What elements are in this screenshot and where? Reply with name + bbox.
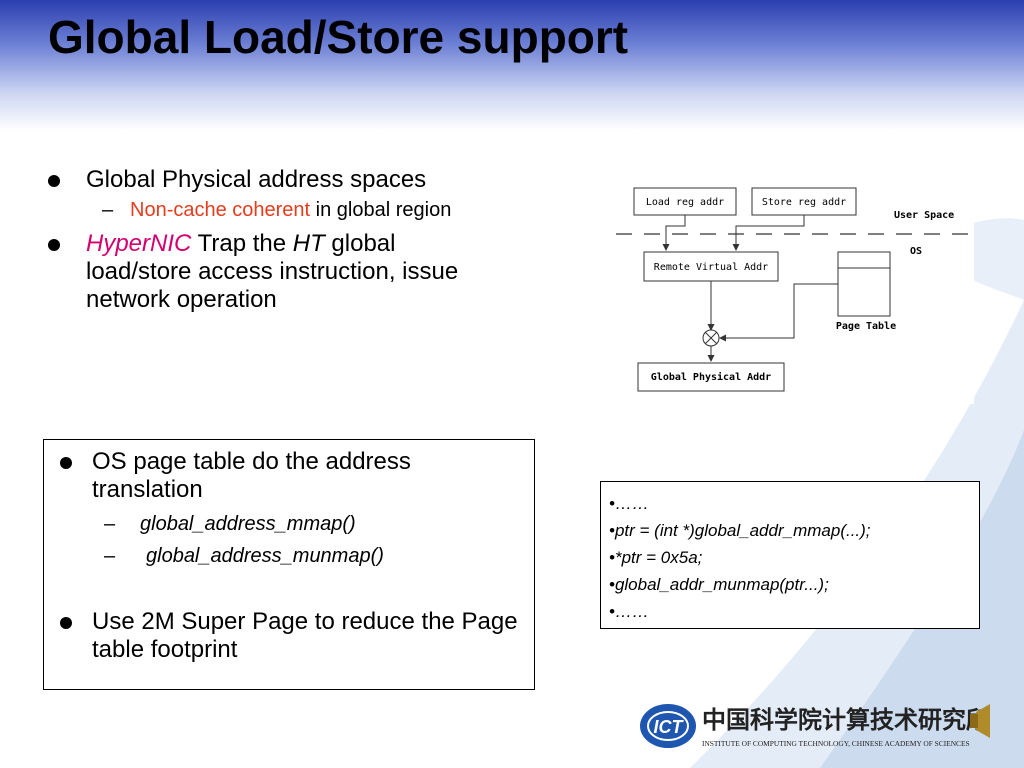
bullet-dot (48, 239, 60, 251)
institute-name-chinese: 中国科学院计算技术研究所 (702, 706, 990, 734)
code-line: •global_addr_munmap(ptr...); (609, 575, 829, 594)
hypernic-text: HyperNIC (86, 230, 192, 257)
bullet-super-page: Use 2M Super Page to reduce the Page tab… (44, 608, 532, 664)
page-table-box (837, 251, 891, 317)
os-page-table-box: OS page table do the address translation… (43, 439, 535, 690)
code-example-box: •…… •ptr = (int *)global_addr_mmap(...);… (600, 481, 980, 629)
store-reg-label: Store reg addr (762, 197, 846, 208)
remote-virtual-label: Remote Virtual Addr (654, 262, 768, 273)
global-physical-label: Global Physical Addr (651, 371, 771, 383)
bullet-dot (48, 175, 60, 187)
slide-title: Global Load/Store support (48, 11, 629, 63)
address-translation-diagram: Load reg addr Store reg addr User Space … (596, 170, 974, 404)
code-line: •…… (609, 494, 649, 513)
institute-name-english: INSTITUTE OF COMPUTING TECHNOLOGY, CHINE… (702, 739, 970, 748)
sub-bullet-mmap: – global_address_mmap() (104, 513, 356, 535)
ict-logo-text: ICT (654, 717, 685, 737)
remote-virtual-box (643, 251, 779, 282)
sub-bullet-munmap: – global_address_munmap() (104, 545, 384, 567)
code-line: •ptr = (int *)global_addr_mmap(...); (609, 521, 871, 540)
os-label: OS (910, 246, 922, 257)
user-space-label: User Space (894, 210, 954, 221)
top-bullet-list: Global Physical address spaces – Non-cac… (46, 166, 526, 314)
bullet-hypernic: HyperNIC Trap the HT global load/store a… (46, 230, 486, 314)
load-reg-label: Load reg addr (646, 197, 724, 208)
non-cache-coherent-text: Non-cache coherent (130, 199, 311, 221)
bullet-dot (60, 457, 72, 469)
header-background (0, 0, 1024, 130)
bullet-global-physical: Global Physical address spaces (46, 166, 526, 194)
institute-logo: ICT 中国科学院计算技术研究所 INSTITUTE OF COMPUTING … (638, 698, 998, 758)
sub-bullet-non-cache: – Non-cache coherent in global region (102, 199, 452, 221)
dash-marker: – (102, 199, 114, 221)
page-table-label: Page Table (836, 321, 896, 332)
bullet-os-page-table: OS page table do the address translation (44, 448, 512, 504)
load-reg-box (633, 187, 737, 216)
global-physical-box (637, 362, 785, 392)
speaker-icon (976, 704, 990, 738)
dash-marker: – (104, 545, 116, 567)
dash-marker: – (104, 513, 116, 535)
bullet-dot (60, 617, 72, 629)
code-line: •*ptr = 0x5a; (609, 548, 703, 567)
code-line: •…… (609, 602, 649, 621)
